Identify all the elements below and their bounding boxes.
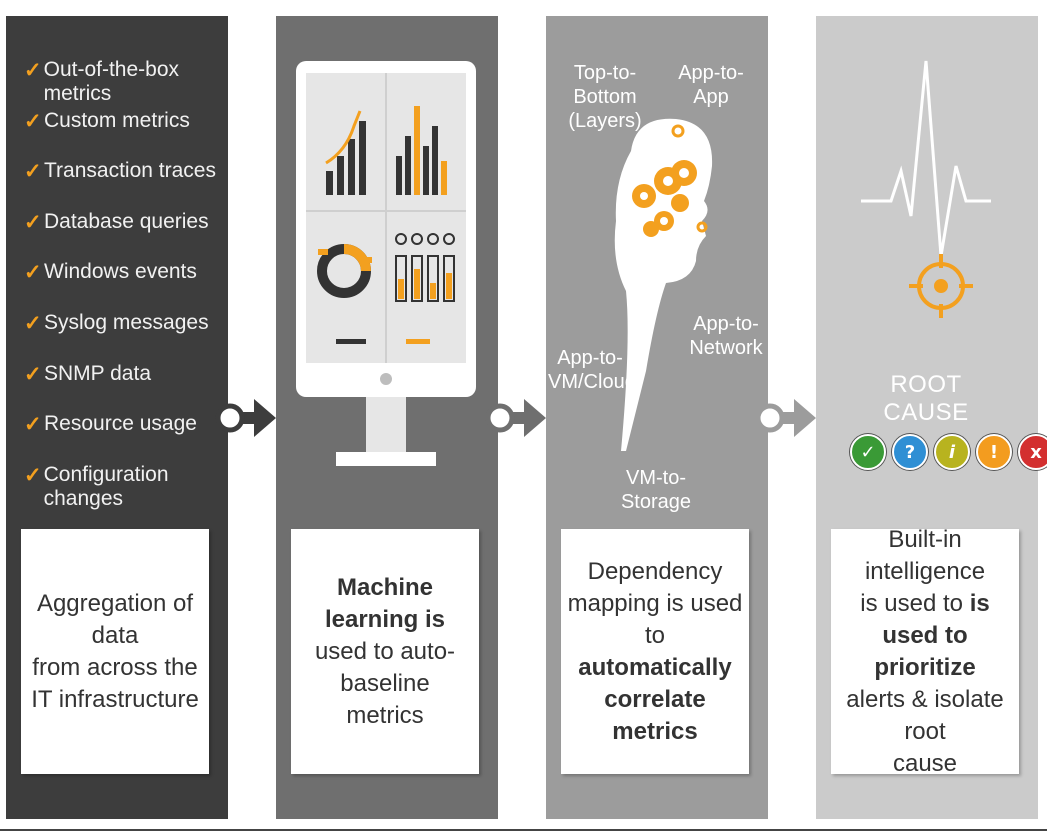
checkmark-icon: ✓ — [24, 413, 42, 437]
status-icons-row: ✓ ? i ! x — [850, 434, 1047, 470]
connector-arrow-1 — [215, 399, 276, 437]
checklist-item: ✓Syslog messages — [24, 310, 209, 335]
label-top-to-bottom: Top-to-Bottom (Layers) — [568, 62, 642, 132]
caption-aggregation: Aggregation of data from across the IT i… — [21, 529, 209, 774]
checklist-item: ✓Database queries — [24, 209, 209, 234]
checklist-item: ✓Windows events — [24, 260, 197, 285]
caption-machine-learning: Machine learning is used to auto-baselin… — [291, 529, 479, 774]
checklist-item: ✓Resource usage — [24, 412, 197, 437]
label-app-to-network: App-to- Network — [689, 313, 763, 359]
checkmark-icon: ✓ — [24, 362, 42, 386]
connector-arrow-2 — [485, 399, 546, 437]
checkmark-icon: ✓ — [24, 463, 42, 487]
checkmark-icon: ✓ — [24, 160, 42, 184]
checklist-item: ✓SNMP data — [24, 361, 151, 386]
info-icon: i — [934, 434, 970, 470]
monitor-dashboard-icon — [296, 61, 476, 466]
checklist-item: ✓Configuration changes — [24, 462, 169, 510]
panel-machine-learning: Machine learning is used to auto-baselin… — [276, 16, 498, 819]
label-vm-to-storage: VM-to-Storage — [620, 467, 692, 513]
root-cause-label: ROOT CAUSE — [883, 371, 969, 426]
heartbeat-target-icon — [861, 60, 991, 318]
panel-root-cause: ROOT CAUSE ✓ ? i ! x Built-in intelligen… — [816, 16, 1047, 819]
checkmark-icon: ✓ — [24, 261, 42, 285]
connector-arrow-3 — [755, 399, 816, 437]
warning-icon: ! — [976, 434, 1012, 470]
label-app-to-app: App-to-App — [678, 62, 744, 108]
label-app-to-vm: App-to- VM/Cloud — [548, 347, 636, 393]
caption-dependency-mapping: Dependency mapping is used to automatica… — [561, 529, 749, 774]
checklist-item: ✓Custom metrics — [24, 108, 190, 133]
checkmark-icon: ✓ — [24, 109, 42, 133]
caption-root-cause: Built-in intelligence is used to is used… — [831, 526, 1019, 777]
panel-dependency-mapping: Top-to-Bottom (Layers) App-to-App App-to… — [546, 16, 768, 819]
checkmark-icon: ✓ — [24, 210, 42, 234]
error-icon: x — [1018, 434, 1047, 470]
checklist-item: ✓Out-of-the-box metrics — [24, 58, 180, 105]
checkmark-icon: ✓ — [24, 311, 42, 335]
metrics-checklist: ✓Out-of-the-box metrics ✓Custom metrics … — [24, 58, 228, 513]
panel-data-aggregation: ✓Out-of-the-box metrics ✓Custom metrics … — [6, 16, 228, 819]
checklist-item: ✓Transaction traces — [24, 159, 216, 184]
checkmark-icon: ✓ — [24, 59, 42, 82]
question-icon: ? — [892, 434, 928, 470]
bottom-divider — [0, 829, 1047, 831]
check-icon: ✓ — [850, 434, 886, 470]
head-gears-icon — [614, 118, 713, 451]
